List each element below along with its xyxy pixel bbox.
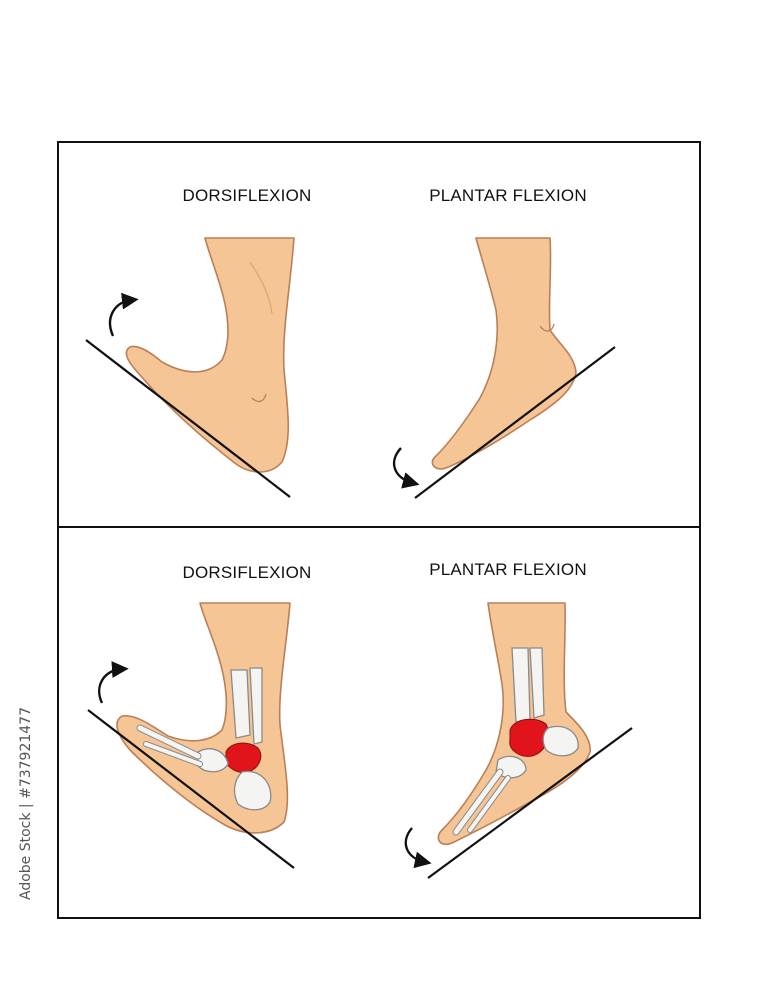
dorsiflexion-foot (125, 237, 295, 473)
bottom-dorsiflexion-incline-line (87, 709, 295, 869)
stock-id-label: Adobe Stock | #737921477 (18, 707, 34, 900)
figure-frame (57, 141, 701, 919)
top-plantar-flexion-label: PLANTAR FLEXION (429, 186, 587, 205)
top-panel: DORSIFLEXION PLANTAR FLEXION (85, 186, 616, 499)
bottom-plantar-flexion-incline-line (427, 727, 633, 879)
plantar-flexion-incline-line (414, 346, 616, 499)
bottom-dorsiflexion-arrow-icon (98, 661, 129, 704)
bottom-panel: DORSIFLEXION PLANTAR FLEXION (87, 560, 633, 879)
bottom-plantar-flexion-label: PLANTAR FLEXION (429, 560, 587, 579)
dorsiflexion-talus-highlight (225, 742, 262, 773)
dorsiflexion-arrow-icon (108, 292, 139, 337)
dorsiflexion-foot-skeleton (116, 602, 291, 834)
dorsiflexion-incline-line (85, 339, 291, 498)
plantar-flexion-foot (431, 237, 577, 470)
top-dorsiflexion-label: DORSIFLEXION (183, 186, 312, 205)
plantar-flexion-arrow-icon (392, 447, 420, 489)
plantar-flexion-foot-skeleton (437, 602, 591, 846)
bottom-plantar-flexion-arrow-icon (404, 827, 432, 869)
bottom-dorsiflexion-label: DORSIFLEXION (183, 563, 312, 582)
